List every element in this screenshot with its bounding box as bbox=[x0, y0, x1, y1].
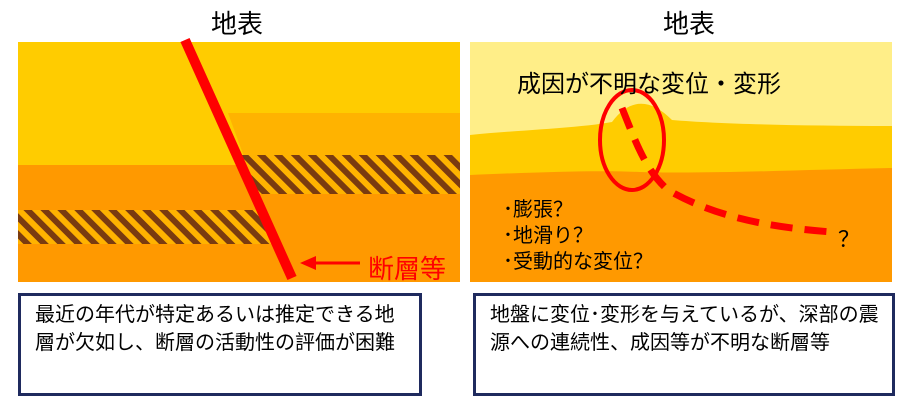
cause-landslide: ･地滑り？ bbox=[503, 223, 593, 247]
unknown-continuation-mark: ？ bbox=[838, 228, 861, 253]
left-hatched-layer bbox=[18, 210, 278, 244]
right-hatched-layer bbox=[240, 155, 460, 194]
right-cross-section bbox=[470, 42, 892, 282]
cause-passive-displacement: ･受動的な変位？ bbox=[503, 249, 653, 273]
right-block-bottom bbox=[252, 194, 460, 282]
right-surface-title: 地表 bbox=[662, 10, 715, 40]
cause-swelling: ･膨張？ bbox=[503, 197, 573, 221]
left-surface-title: 地表 bbox=[210, 10, 263, 40]
inferred-fault-line bbox=[618, 106, 833, 236]
fault-label: 断層等 bbox=[368, 255, 447, 285]
fault-line bbox=[180, 37, 297, 281]
right-caption-box: 地盤に変位･変形を与えているが、深部の震源への連続性、成因等が不明な断層等 bbox=[473, 293, 895, 396]
right-caption-text: 地盤に変位･変形を与えているが、深部の震源への連続性、成因等が不明な断層等 bbox=[490, 302, 879, 354]
cause-list: ･膨張？ ･地滑り？ ･受動的な変位？ bbox=[503, 196, 653, 274]
fault-arrow-head bbox=[300, 256, 316, 270]
deformation-heading: 成因が不明な変位・変形 bbox=[517, 70, 781, 98]
left-cross-section bbox=[18, 37, 460, 282]
left-caption-text: 最近の年代が特定あるいは推定できる地層が欠如し、断層の活動性の評価が困難 bbox=[35, 302, 395, 354]
left-caption-box: 最近の年代が特定あるいは推定できる地層が欠如し、断層の活動性の評価が困難 bbox=[18, 293, 422, 396]
left-block-bottom bbox=[18, 244, 290, 282]
right-lower-stratum bbox=[470, 168, 892, 282]
deformation-highlight-circle bbox=[598, 88, 666, 192]
